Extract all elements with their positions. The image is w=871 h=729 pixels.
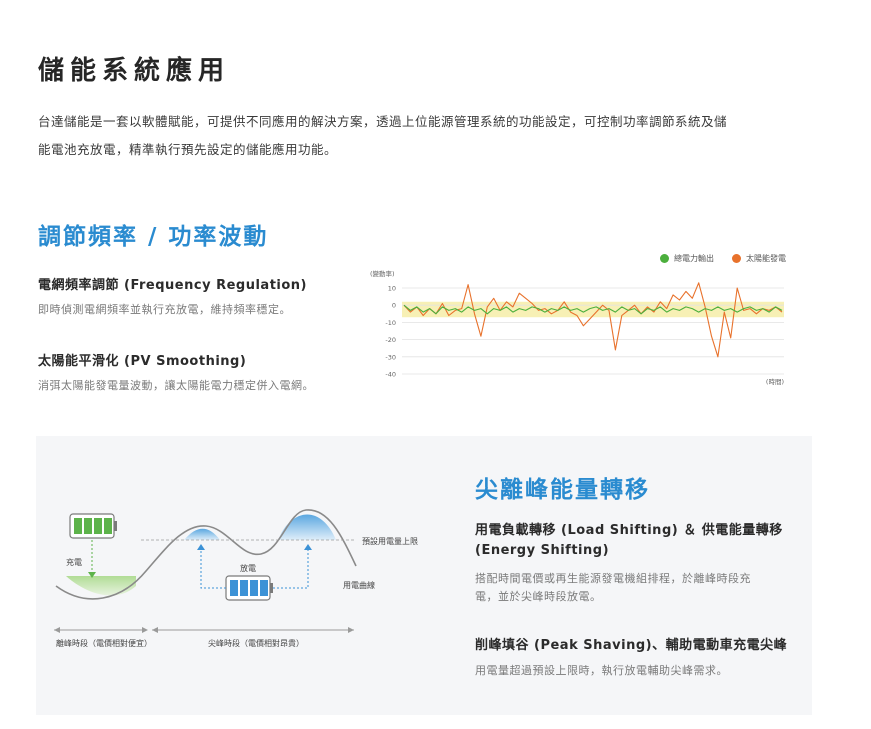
y-tick-label: -30 — [385, 353, 396, 361]
load-shifting-desc: 搭配時間電價或再生能源發電機組排程，於離峰時段充 電，並於尖峰時段放電。 — [475, 570, 795, 606]
legend-label-total: 總電力輸出 — [674, 254, 714, 263]
charge-arrowhead-icon — [88, 572, 96, 578]
discharge-arrowhead-left-icon — [197, 544, 205, 550]
y-tick-label: 0 — [392, 302, 396, 310]
peak-fill-2 — [278, 514, 336, 540]
peak-label: 尖峰時段（電價相對昂貴） — [208, 639, 304, 648]
series-line-solar — [403, 282, 783, 358]
peak-axis-left-icon — [152, 627, 158, 633]
frequency-regulation-title: 電網頻率調節 (Frequency Regulation) — [38, 278, 307, 293]
y-tick-label: -20 — [385, 336, 396, 344]
legend-dot-green-icon — [660, 254, 669, 263]
pv-smoothing-desc: 消弭太陽能發電量波動，讓太陽能電力穩定併入電網。 — [38, 379, 314, 392]
intro-line: 台達儲能是一套以軟體賦能，可提供不同應用的解決方案，透過上位能源管理系統的功能設… — [38, 114, 728, 129]
peak-axis-right-icon — [348, 627, 354, 633]
energy-shifting-panel — [36, 436, 812, 715]
limit-label: 預設用電量上限 — [362, 537, 418, 546]
y-tick-label: 10 — [388, 285, 396, 293]
section-title-frequency: 調節頻率 / 功率波動 — [38, 224, 269, 250]
legend-dot-orange-icon — [732, 254, 741, 263]
usage-curve — [55, 509, 357, 600]
load-shifting-desc-line: 搭配時間電價或再生能源發電機組排程，於離峰時段充 — [475, 572, 751, 585]
fluctuation-chart: (變動率) 10 0 -10 -20 -30 -40 (時間) — [362, 250, 792, 395]
intro-line: 能電池充放電，精準執行預先設定的儲能應用功能。 — [38, 142, 338, 157]
curve-label: 用電曲線 — [343, 581, 375, 590]
load-shifting-title: 用電負載轉移 (Load Shifting) ＆ 供電能量轉移 (Energy … — [475, 521, 795, 561]
offpeak-valley-fill — [66, 576, 136, 596]
peak-shifting-diagram — [54, 509, 357, 633]
peak-shaving-desc: 用電量超過預設上限時，執行放電輔助尖峰需求。 — [475, 664, 728, 677]
y-axis-label: (變動率) — [370, 269, 395, 278]
charge-label: 充電 — [66, 558, 82, 567]
load-shifting-title-line: (Energy Shifting) — [475, 543, 610, 558]
series-line-total — [403, 304, 783, 315]
legend-label-solar: 太陽能發電 — [746, 254, 786, 263]
offpeak-axis-left-icon — [54, 627, 60, 633]
page-title: 儲能系統應用 — [38, 56, 231, 86]
chart-legend: 總電力輸出 太陽能發電 — [660, 253, 798, 264]
battery-discharge-icon — [225, 575, 273, 601]
offpeak-axis-right-icon — [142, 627, 148, 633]
offpeak-label: 離峰時段（電價相對便宜） — [56, 639, 152, 648]
legend-item-solar: 太陽能發電 — [732, 253, 786, 264]
x-axis-label: (時間) — [766, 378, 784, 386]
legend-item-total: 總電力輸出 — [660, 253, 714, 264]
discharge-label: 放電 — [240, 564, 256, 573]
y-tick-label: -10 — [385, 319, 396, 327]
peak-shaving-title: 削峰填谷 (Peak Shaving)、輔助電動車充電尖峰 — [475, 638, 788, 653]
frequency-regulation-desc: 即時偵測電網頻率並執行充放電，維持頻率穩定。 — [38, 303, 291, 316]
pv-smoothing-title: 太陽能平滑化 (PV Smoothing) — [38, 354, 247, 369]
load-shifting-desc-line: 電，並於尖峰時段放電。 — [475, 590, 602, 603]
load-shifting-title-line: 用電負載轉移 (Load Shifting) ＆ 供電能量轉移 — [475, 523, 783, 538]
battery-full-icon — [69, 513, 117, 539]
discharge-arrow-left — [200, 548, 226, 589]
discharge-arrow-right — [273, 548, 309, 589]
y-tick-label: -40 — [385, 371, 396, 379]
fluctuation-chart-svg: (變動率) 10 0 -10 -20 -30 -40 (時間) — [370, 269, 784, 386]
peak-fill-1 — [184, 528, 220, 540]
intro-paragraph: 台達儲能是一套以軟體賦能，可提供不同應用的解決方案，透過上位能源管理系統的功能設… — [38, 108, 828, 164]
section-title-energy-shifting: 尖離峰能量轉移 — [475, 477, 650, 503]
discharge-arrowhead-right-icon — [304, 544, 312, 550]
